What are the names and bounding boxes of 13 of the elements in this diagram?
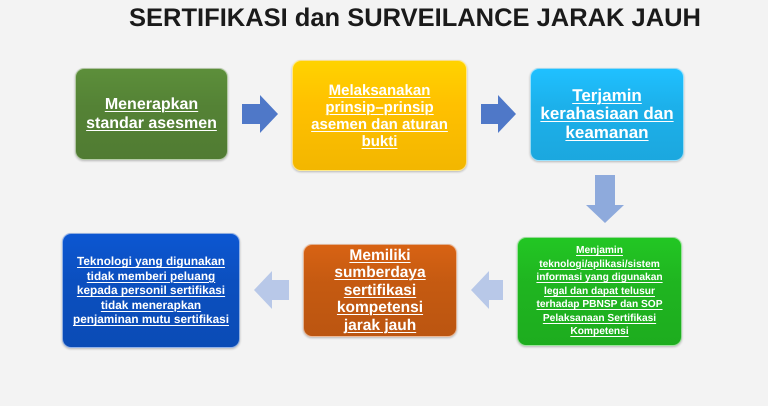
process-box bbox=[75, 68, 228, 160]
process-box bbox=[530, 68, 684, 161]
node-text: Menerapkan standar asesmen bbox=[85, 95, 218, 133]
diagram-title: SERTIFIKASI dan SURVEILANCE JARAK JAUH bbox=[128, 3, 702, 34]
node-text: Menjamin teknologi/aplikasi/sistem informasi yang digunakan legal dan dapat telusur terhadap PBNSP dan SOP Pelaksanaan Sertifikasi Kompetensi bbox=[535, 244, 664, 340]
node-text: Melaksanakan prinsip–prinsip asemen dan aturan bukti bbox=[310, 82, 449, 150]
process-box bbox=[517, 237, 682, 346]
process-box bbox=[303, 244, 457, 337]
process-box bbox=[292, 60, 467, 171]
node-text: Memiliki sumberdaya sertifikasi kompetensi jarak jauh bbox=[333, 246, 427, 334]
node-text: Teknologi yang digunakan tidak memberi peluang kepada personil sertifikasi tidak menerapkan penjaminan mutu sertifikasi bbox=[72, 254, 230, 327]
process-box bbox=[62, 233, 240, 348]
node-text: Terjamin kerahasiaan dan keamanan bbox=[539, 86, 675, 142]
